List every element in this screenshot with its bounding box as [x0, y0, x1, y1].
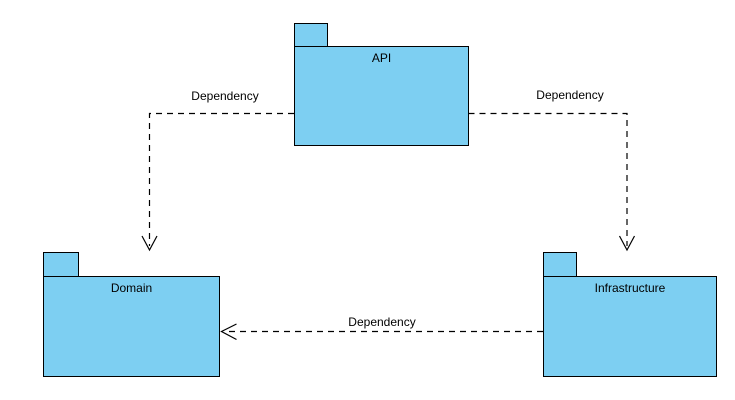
connector-label-api-to-infrastructure: Dependency	[536, 88, 604, 102]
package-label: API	[371, 51, 392, 65]
package-body: API	[294, 46, 469, 146]
package-tab	[43, 252, 79, 277]
open-arrowhead-icon	[618, 235, 636, 252]
dependency-connector-api-to-infrastructure[interactable]	[468, 112, 636, 252]
dependency-connector-infrastructure-to-domain[interactable]	[220, 323, 544, 341]
package-api[interactable]: API	[294, 23, 469, 146]
dependency-connector-api-to-domain[interactable]	[141, 112, 294, 252]
package-domain[interactable]: Domain	[43, 252, 220, 377]
connector-label-api-to-domain: Dependency	[191, 89, 259, 103]
package-tab	[294, 23, 328, 47]
package-body: Infrastructure	[543, 276, 717, 377]
package-label: Domain	[110, 281, 153, 295]
dashed-line	[468, 112, 628, 246]
open-arrowhead-icon	[141, 235, 158, 252]
package-tab	[543, 252, 577, 277]
dashed-line	[148, 112, 294, 246]
package-infrastructure[interactable]: Infrastructure	[543, 252, 717, 377]
open-arrowhead-icon	[220, 323, 237, 341]
connector-label-infrastructure-to-domain: Dependency	[348, 315, 416, 329]
package-body: Domain	[43, 276, 220, 377]
package-label: Infrastructure	[594, 281, 666, 295]
